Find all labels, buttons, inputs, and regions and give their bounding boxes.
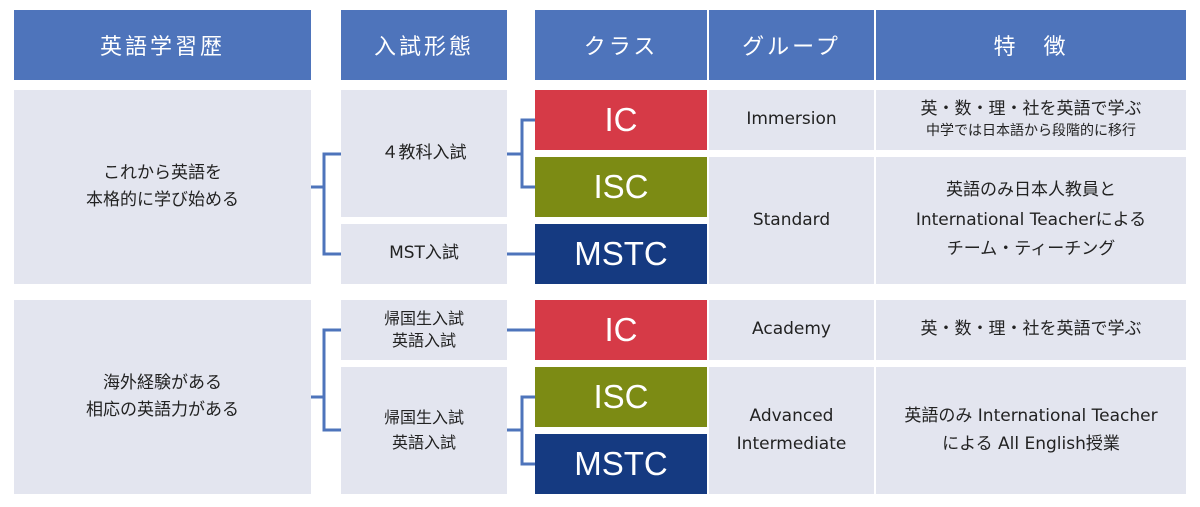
feature-line: チーム・ティーチング [946, 239, 1116, 260]
group-label: Advanced Intermediate [736, 406, 847, 454]
feature-line: International Teacherによる [915, 209, 1147, 230]
group-label: Academy [752, 319, 831, 340]
header-features: 特 徴 [876, 10, 1186, 80]
exam-label: 帰国生入試 [383, 308, 464, 328]
group-cell-academy: Academy [709, 300, 874, 360]
connector-line [311, 328, 341, 399]
header-background-label: 英語学習歴 [99, 35, 225, 60]
connector-line [322, 187, 341, 256]
feature-line: 英・数・理・社を英語で学ぶ [920, 99, 1142, 120]
connector-line [322, 397, 341, 432]
header-background: 英語学習歴 [14, 10, 311, 80]
connector-line [520, 154, 535, 189]
header-class: クラス [535, 10, 707, 80]
class-badge-isc: ISC [535, 367, 707, 427]
class-badge-ic: IC [535, 90, 707, 150]
exam-label: 帰国生入試 [383, 407, 464, 427]
group-cell-advanced-intermediate: Advanced Intermediate [709, 367, 874, 494]
connector-line [520, 430, 535, 466]
header-exam-type-label: 入試形態 [373, 35, 474, 60]
exam-label: ４教科入試 [381, 142, 467, 163]
feature-cell-advanced: 英語のみ International Teacher による All Engli… [876, 367, 1186, 494]
feature-line: 中学では日本語から段階的に移行 [926, 123, 1136, 140]
feature-line: による All English授業 [942, 433, 1120, 454]
exam-label: 英語入試 [391, 331, 456, 350]
class-label: MSTC [574, 445, 668, 482]
feature-cell-immersion: 英・数・理・社を英語で学ぶ 中学では日本語から段階的に移行 [876, 90, 1186, 150]
class-label: ISC [593, 378, 649, 415]
exam-cell-returnee-2: 帰国生入試 英語入試 [341, 367, 507, 494]
connector-line [507, 118, 535, 156]
class-badge-mstc: MSTC [535, 224, 707, 284]
header-exam-type: 入試形態 [341, 10, 507, 80]
background-line: これから英語を [103, 162, 222, 183]
connector-line [311, 152, 341, 189]
background-cell-beginner: これから英語を 本格的に学び始める [14, 90, 311, 284]
background-line: 海外経験がある [103, 372, 222, 393]
feature-line: 英語のみ日本人教員と [946, 179, 1116, 200]
connector-line [507, 395, 535, 432]
class-badge-isc: ISC [535, 157, 707, 217]
class-label: MSTC [574, 235, 668, 272]
exam-label: MST入試 [389, 243, 459, 264]
class-label: ISC [593, 168, 649, 205]
class-badge-mstc: MSTC [535, 434, 707, 494]
feature-line: 英・数・理・社を英語で学ぶ [920, 319, 1142, 340]
header-group-label: グループ [742, 35, 841, 60]
class-label: IC [604, 311, 638, 348]
exam-cell-returnee-1: 帰国生入試 英語入試 [341, 300, 507, 360]
group-cell-standard: Standard [709, 157, 874, 284]
class-label: IC [604, 101, 638, 138]
background-cell-overseas: 海外経験がある 相応の英語力がある [14, 300, 311, 494]
feature-line: 英語のみ International Teacher [904, 406, 1158, 427]
class-badge-ic: IC [535, 300, 707, 360]
header-features-label: 特 徴 [993, 35, 1069, 60]
exam-cell-mst: MST入試 [341, 224, 507, 284]
header-group: グループ [709, 10, 874, 80]
group-label: Immersion [746, 109, 837, 130]
header-class-label: クラス [583, 35, 659, 60]
background-line: 本格的に学び始める [86, 190, 239, 210]
group-label: Standard [752, 209, 831, 230]
background-line: 相応の英語力がある [86, 400, 239, 420]
exam-cell-4subjects: ４教科入試 [341, 90, 507, 217]
exam-label: 英語入試 [391, 432, 456, 452]
feature-cell-standard: 英語のみ日本人教員と International Teacherによる チーム・… [876, 157, 1186, 284]
feature-cell-academy: 英・数・理・社を英語で学ぶ [876, 300, 1186, 360]
group-cell-immersion: Immersion [709, 90, 874, 150]
